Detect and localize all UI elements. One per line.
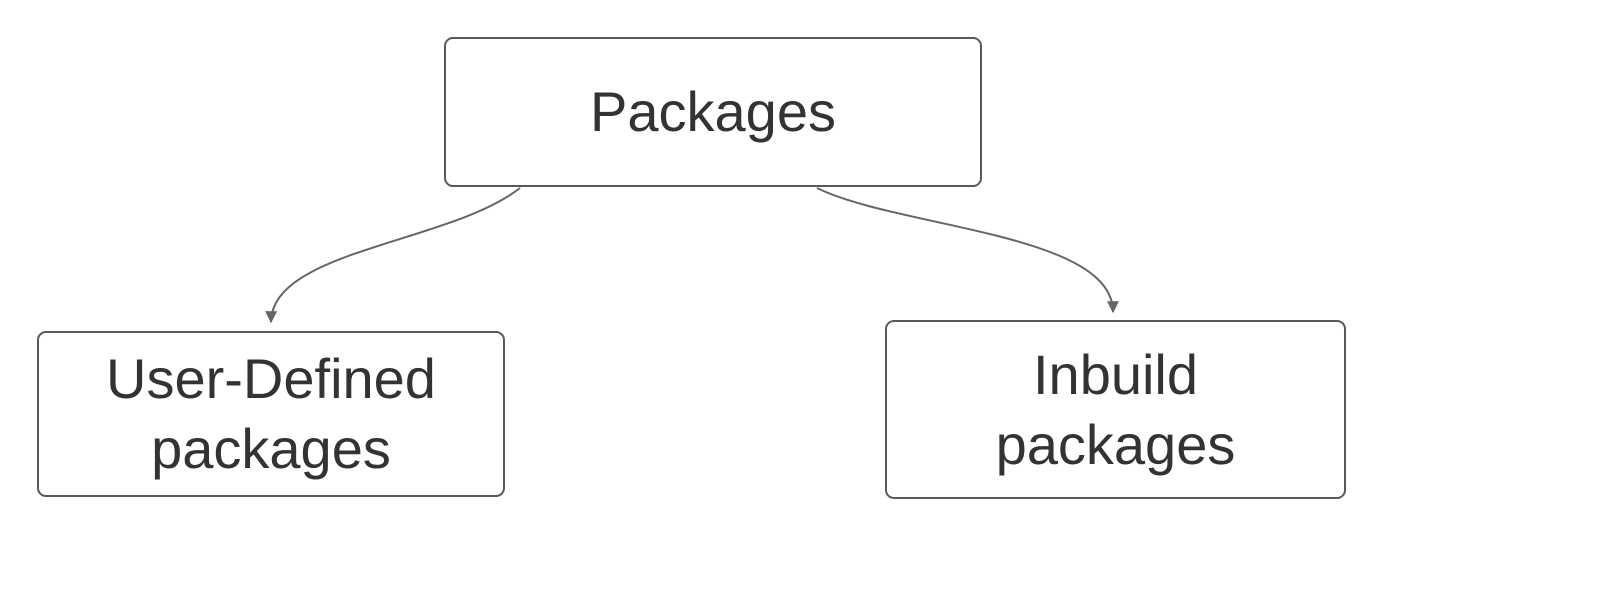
node-packages: Packages [444,37,982,187]
connector-packages-to-user-defined-arrow [265,187,521,324]
node-inbuild-packages-label-line1: Inbuild [1032,342,1199,406]
node-inbuild-packages: Inbuild packages [885,320,1346,499]
node-user-defined-packages-label-line1: User-Defined [106,347,436,410]
node-inbuild-packages-label-line2: packages [995,412,1236,476]
node-packages-label: Packages [590,80,836,143]
node-user-defined-packages-label-line2: packages [151,417,391,480]
connector-packages-to-inbuild-arrow [816,187,1119,314]
node-user-defined-packages: User-Defined packages [37,331,505,497]
